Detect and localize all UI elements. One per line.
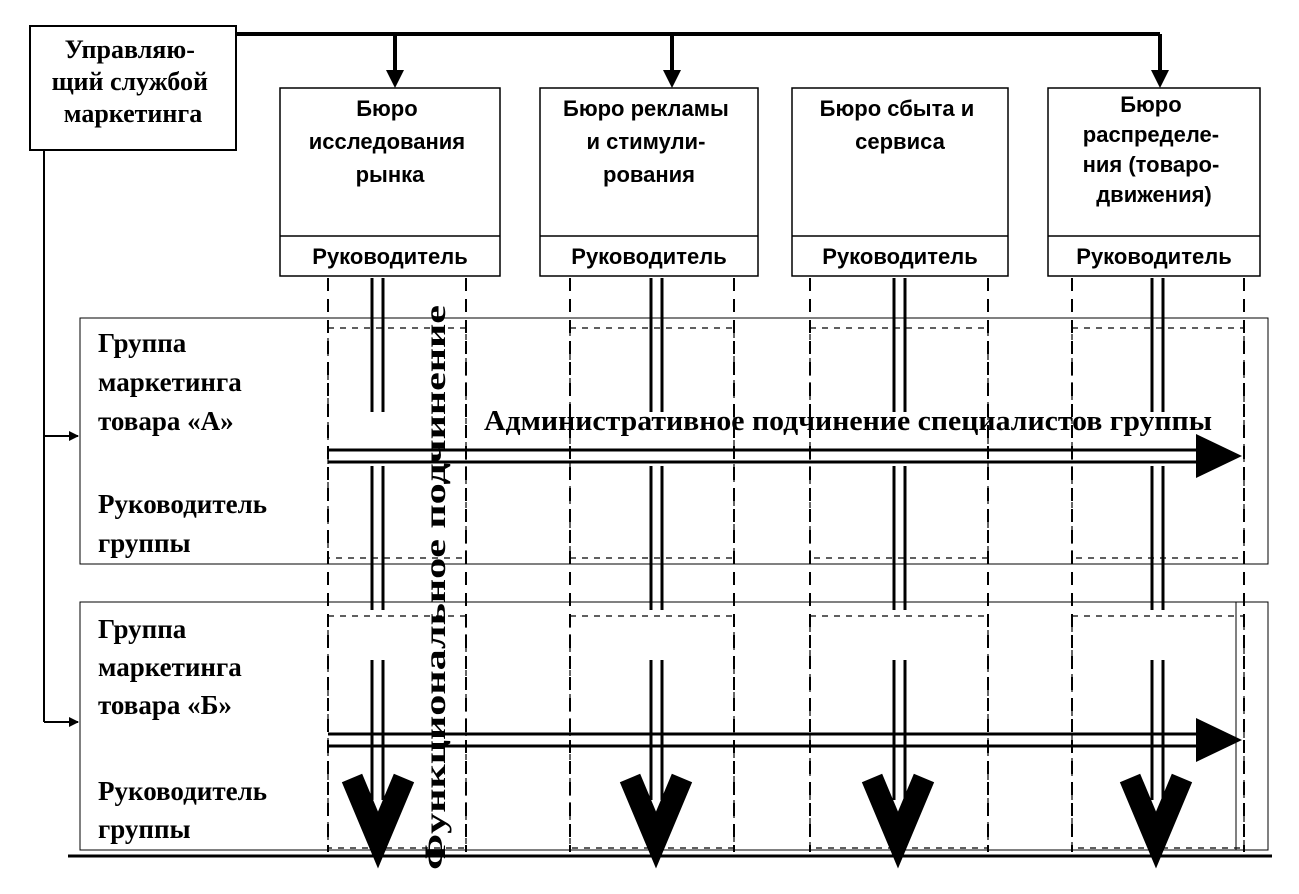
bureau-2: Бюро рекламы и стимули- рования Руководи…: [539, 87, 759, 277]
dashed-columns: [327, 278, 1245, 852]
functional-lines: [370, 278, 1165, 800]
group-a-name: Группа маркетинга товара «А»: [98, 328, 248, 436]
group-b: Группа маркетинга товара «Б» Руководител…: [79, 601, 1269, 851]
bureau-2-head: Руководитель: [571, 244, 726, 269]
arrow-right-icon: [1196, 718, 1242, 762]
group-b-leader: Руководитель группы: [98, 776, 274, 844]
functional-subordination-label: Функциональное подчинение: [419, 305, 452, 870]
functional-chevrons: [341, 773, 1193, 869]
admin-subordination-label: Административное подчинение специалистов…: [484, 406, 1212, 437]
group-a: Группа маркетинга товара «А» Руководител…: [79, 317, 1269, 565]
arrow-right-icon: [1196, 434, 1242, 478]
admin-arrows: [328, 434, 1242, 762]
bureau-3: Бюро сбыта и сервиса Руководитель: [791, 87, 1009, 277]
bureau-arrowheads: [386, 70, 1169, 88]
chevron-down-icon: [1119, 773, 1193, 869]
bureau-4: Бюро распределе- ния (товаро- движения) …: [1047, 87, 1261, 277]
chevron-down-icon: [619, 773, 693, 869]
bureau-1-head: Руководитель: [312, 244, 467, 269]
manager-to-group-connectors: [43, 150, 79, 727]
group-b-name: Группа маркетинга товара «Б»: [98, 614, 248, 720]
bureau-3-head: Руководитель: [822, 244, 977, 269]
chevron-down-icon: [341, 773, 415, 869]
group-a-leader: Руководитель группы: [98, 489, 274, 558]
manager-to-bureau-connectors: [236, 32, 1162, 78]
bureau-3-title: Бюро сбыта и сервиса: [820, 96, 981, 154]
chevron-down-icon: [861, 773, 935, 869]
bureau-2-title: Бюро рекламы и стимули- рования: [563, 96, 735, 187]
bureau-1: Бюро исследования рынка Руководитель: [279, 87, 501, 277]
manager-node: Управляю- щий службой маркетинга: [29, 25, 237, 151]
dashed-subboxes: [327, 327, 1245, 849]
bureau-4-title: Бюро распределе- ния (товаро- движения): [1083, 92, 1226, 207]
bureau-1-title: Бюро исследования рынка: [309, 96, 472, 187]
manager-label: Управляю- щий службой маркетинга: [52, 35, 215, 128]
bureau-4-head: Руководитель: [1076, 244, 1231, 269]
